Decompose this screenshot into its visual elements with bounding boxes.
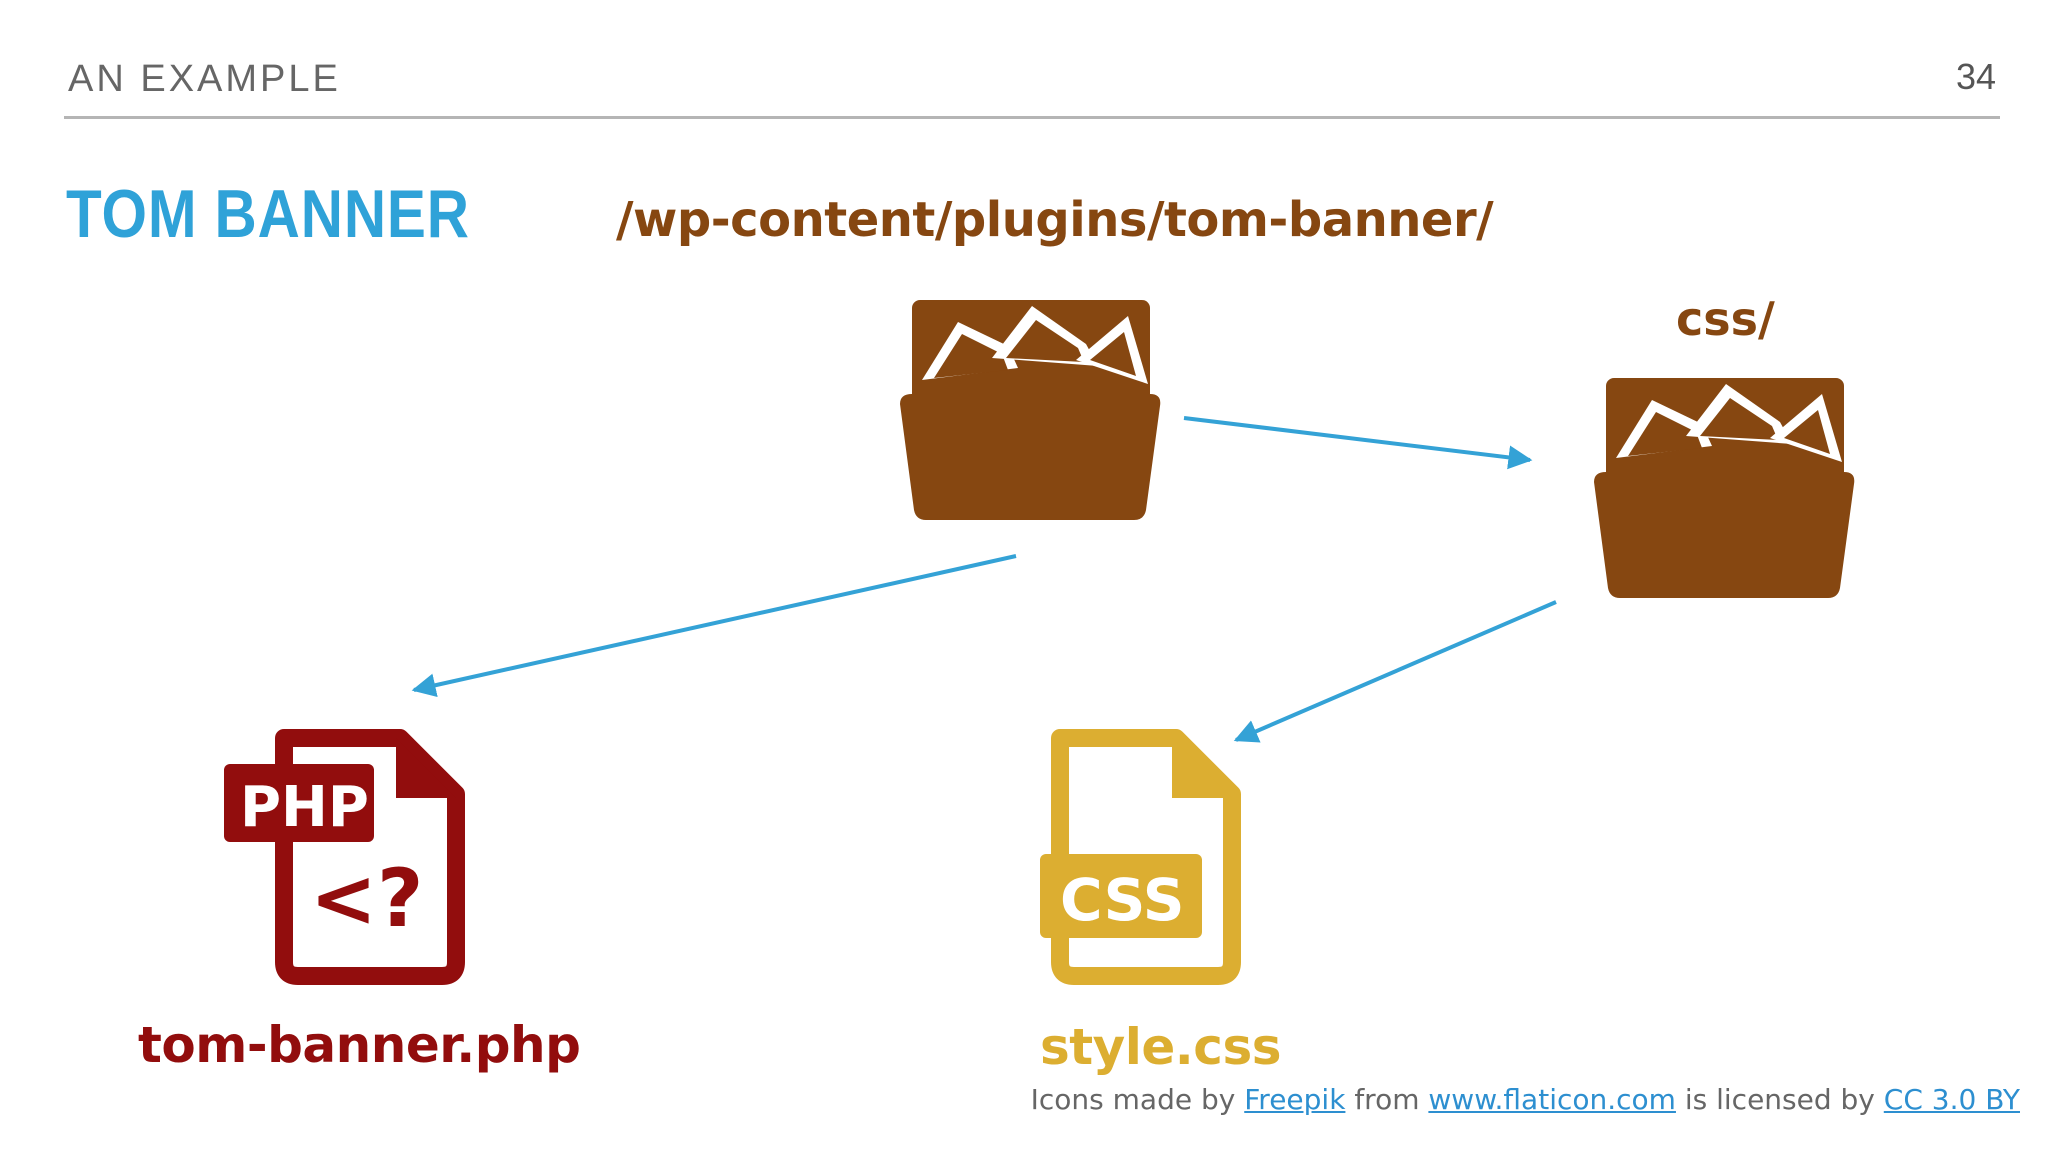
credit-middle-1: from bbox=[1345, 1083, 1429, 1116]
css-file-icon: CSS bbox=[1040, 729, 1241, 985]
css-folder-label: css/ bbox=[1676, 292, 1775, 346]
arrow-css-folder-to-style-file bbox=[1233, 600, 1557, 743]
freepik-link[interactable]: Freepik bbox=[1244, 1083, 1346, 1116]
page-number: 34 bbox=[1955, 56, 1996, 97]
header-divider bbox=[64, 116, 2000, 119]
credit-prefix: Icons made by bbox=[1030, 1083, 1245, 1116]
slide-title: TOM BANNER bbox=[66, 176, 470, 252]
icon-credit: Icons made by Freepik from www.flaticon.… bbox=[1031, 1083, 2020, 1116]
php-icon-text: PHP bbox=[240, 775, 369, 840]
css-folder-icon bbox=[1594, 378, 1855, 598]
css-file-label: style.css bbox=[1040, 1018, 1281, 1076]
section-header: AN EXAMPLE bbox=[68, 58, 341, 100]
arrow-root-to-css-folder bbox=[1183, 416, 1533, 470]
php-file-icon: PHP <? bbox=[224, 729, 465, 985]
arrow-root-to-php-file bbox=[411, 554, 1017, 698]
root-folder-label: /wp-content/plugins/tom-banner/ bbox=[616, 192, 1494, 248]
credit-middle-2: is licensed by bbox=[1675, 1083, 1884, 1116]
license-link[interactable]: CC 3.0 BY bbox=[1883, 1083, 2020, 1116]
flaticon-link[interactable]: www.flaticon.com bbox=[1428, 1083, 1676, 1116]
root-folder-icon bbox=[900, 300, 1161, 520]
php-icon-glyph: <? bbox=[310, 852, 423, 945]
php-file-label: tom-banner.php bbox=[138, 1016, 581, 1074]
css-icon-text: CSS bbox=[1060, 866, 1185, 934]
